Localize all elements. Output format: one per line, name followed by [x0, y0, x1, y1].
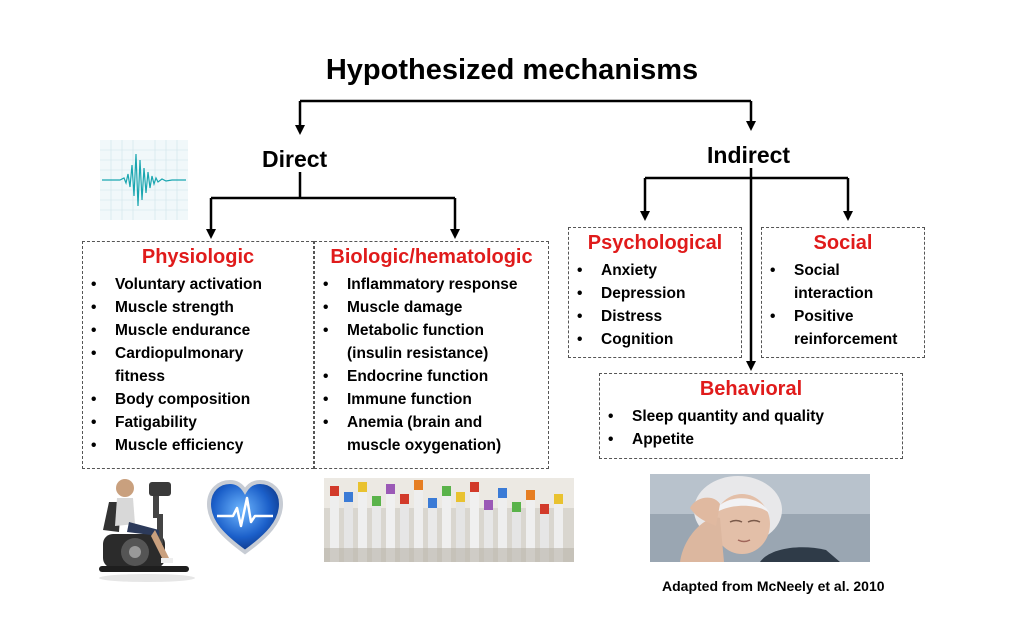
list-item: Metabolic function (insulin resistance) — [315, 319, 512, 365]
behavioral-list: Sleep quantity and quality Appetite — [600, 405, 902, 451]
list-item: Endocrine function — [315, 365, 548, 388]
list-item: Fatigability — [83, 411, 313, 434]
psychological-list: Anxiety Depression Distress Cognition — [569, 259, 741, 351]
list-item: Muscle damage — [315, 296, 548, 319]
behavioral-box: Behavioral Sleep quantity and quality Ap… — [599, 373, 903, 459]
physiologic-box: Physiologic Voluntary activation Muscle … — [82, 241, 314, 469]
list-item: Cardiopulmonary fitness — [83, 342, 255, 388]
list-item: Anxiety — [569, 259, 741, 282]
citation-text: Adapted from McNeely et al. 2010 — [662, 578, 885, 594]
list-item: Inflammatory response — [315, 273, 548, 296]
diagram-title: Hypothesized mechanisms — [325, 54, 699, 86]
tired-woman-image — [650, 474, 870, 562]
social-box: Social Social interaction Positive reinf… — [761, 227, 925, 358]
list-item: Muscle strength — [83, 296, 313, 319]
biologic-heading: Biologic/hematologic — [330, 246, 533, 268]
list-item: Distress — [569, 305, 741, 328]
list-item: Depression — [569, 282, 741, 305]
psychological-heading: Psychological — [587, 232, 723, 254]
exercise-bike-image — [99, 479, 195, 582]
heart-ecg-icon — [206, 479, 284, 555]
physiologic-heading: Physiologic — [141, 246, 255, 268]
list-item: Muscle efficiency — [83, 434, 313, 457]
list-item: Voluntary activation — [83, 273, 313, 296]
list-item: Immune function — [315, 388, 548, 411]
list-item: Sleep quantity and quality — [600, 405, 902, 428]
social-list: Social interaction Positive reinforcemen… — [762, 259, 924, 351]
social-heading: Social — [813, 232, 873, 254]
list-item: Appetite — [600, 428, 902, 451]
waveform-icon — [100, 140, 188, 220]
blood-tubes-image — [324, 478, 574, 562]
list-item: Social interaction — [762, 259, 884, 305]
behavioral-heading: Behavioral — [699, 378, 803, 400]
biologic-box: Biologic/hematologic Inflammatory respon… — [314, 241, 549, 469]
indirect-label: Indirect — [707, 142, 791, 168]
biologic-list: Inflammatory response Muscle damage Meta… — [315, 273, 548, 457]
list-item: Anemia (brain and muscle oxygenation) — [315, 411, 522, 457]
list-item: Body composition — [83, 388, 313, 411]
list-item: Cognition — [569, 328, 741, 351]
list-item: Positive reinforcement — [762, 305, 897, 351]
direct-label: Direct — [262, 146, 328, 172]
list-item: Muscle endurance — [83, 319, 313, 342]
psychological-box: Psychological Anxiety Depression Distres… — [568, 227, 742, 358]
physiologic-list: Voluntary activation Muscle strength Mus… — [83, 273, 313, 457]
